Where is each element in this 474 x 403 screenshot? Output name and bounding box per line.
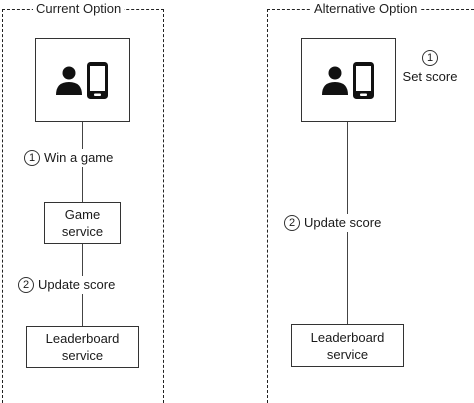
step-label: Update score	[304, 215, 382, 230]
leaderboard-service-label: Leaderboard service	[45, 331, 120, 363]
client-box	[301, 38, 396, 122]
user-mobile-icon	[56, 62, 108, 99]
step-number: 1	[422, 50, 438, 66]
step-number: 2	[18, 277, 34, 293]
leaderboard-service-box: Leaderboard service	[291, 324, 404, 367]
user-mobile-icon	[322, 62, 374, 99]
step-number: 1	[24, 150, 40, 166]
current-option-title: Current Option	[33, 1, 125, 17]
step-label: Set score	[402, 69, 458, 84]
leaderboard-service-box: Leaderboard service	[26, 326, 139, 368]
step-update-score: 2 Update score	[282, 214, 384, 232]
step-number: 2	[284, 215, 300, 231]
step-set-score: 1 Set score	[398, 50, 462, 85]
current-option-frame: Current Option	[2, 1, 164, 403]
step-update-score: 2 Update score	[16, 276, 118, 294]
leaderboard-service-label: Leaderboard service	[310, 329, 385, 362]
alternative-option-title: Alternative Option	[311, 1, 421, 17]
game-service-label: Game service	[61, 207, 104, 239]
alternative-option-frame: Alternative Option	[267, 1, 474, 403]
step-label: Update score	[38, 277, 116, 292]
game-service-box: Game service	[44, 202, 121, 244]
step-win-a-game: 1 Win a game	[22, 149, 116, 167]
client-box	[35, 38, 130, 122]
step-label: Win a game	[44, 150, 114, 165]
